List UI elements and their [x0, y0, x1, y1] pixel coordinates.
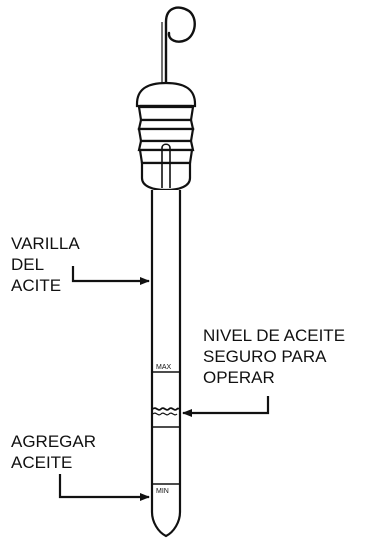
safe-level-label-line-1: NIVEL DE ACEITE: [203, 326, 346, 345]
dipstick-label-line-3: ACITE: [11, 276, 62, 295]
arrow-safe-level: [182, 396, 270, 417]
arrow-add-oil: [58, 474, 150, 501]
dipstick-label: VARILLA DEL ACITE: [11, 233, 80, 296]
cap-body: [137, 105, 195, 192]
hatch-band-bottom: [152, 412, 178, 416]
hatch-band-top: [152, 407, 180, 411]
arrow-dipstick: [71, 266, 150, 285]
dipstick-label-line-2: DEL: [11, 255, 45, 274]
min-text: MIN: [156, 488, 169, 495]
cap-slot: [161, 143, 171, 188]
handle-loop: [164, 6, 196, 86]
add-oil-label-line-1: AGREGAR: [11, 432, 97, 451]
cap-dome: [135, 81, 197, 108]
dipstick-tube: [150, 190, 182, 538]
max-text: MAX: [156, 364, 172, 371]
dipstick-label-line-1: VARILLA: [11, 234, 80, 253]
add-oil-label-line-2: ACEITE: [11, 453, 73, 472]
add-oil-label: AGREGAR ACEITE: [11, 431, 96, 473]
safe-level-label-line-2: SEGURO PARA: [203, 347, 327, 366]
safe-level-label-line-3: OPERAR: [203, 368, 275, 387]
safe-level-label: NIVEL DE ACEITE SEGURO PARA OPERAR: [203, 325, 345, 388]
